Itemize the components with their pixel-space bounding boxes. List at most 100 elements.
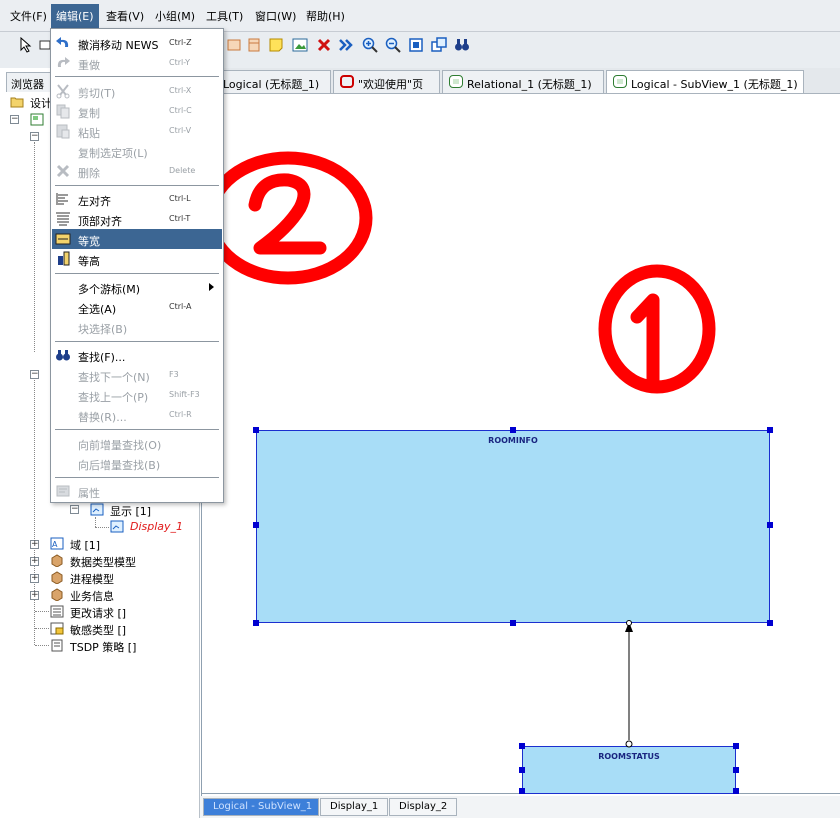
tree-item-display-1[interactable]: Display_1 bbox=[130, 520, 184, 533]
tab-browser[interactable]: 浏览器 bbox=[6, 72, 52, 92]
tree-item-sensitive-types[interactable]: 敏感类型 [] bbox=[70, 624, 127, 637]
menu-item-label: 块选择(B) bbox=[78, 323, 128, 336]
menu-item-undo[interactable]: 撤消移动 NEWS Ctrl-Z bbox=[52, 33, 222, 53]
note-icon[interactable] bbox=[268, 37, 284, 53]
resize-handle[interactable] bbox=[767, 427, 773, 433]
menu-item-block-select[interactable]: 块选择(B) bbox=[52, 317, 222, 337]
menu-item-cut[interactable]: 剪切(T) Ctrl-X bbox=[52, 81, 222, 101]
tab-label: Display_2 bbox=[399, 801, 448, 812]
menu-item-shortcut: Ctrl-R bbox=[169, 410, 192, 419]
relationship-line[interactable] bbox=[620, 618, 640, 748]
menu-item-equal-height[interactable]: 等高 bbox=[52, 249, 222, 269]
resize-handle[interactable] bbox=[253, 427, 259, 433]
menu-item-redo[interactable]: 重做 Ctrl-Y bbox=[52, 53, 222, 73]
layout-icon[interactable] bbox=[431, 37, 447, 53]
resize-handle[interactable] bbox=[733, 743, 739, 749]
new-view-icon[interactable] bbox=[246, 37, 262, 53]
tab-label: Logical - SubView_1 bbox=[213, 801, 313, 812]
menu-help[interactable]: 帮助(H) bbox=[306, 10, 345, 23]
menu-item-label: 剪切(T) bbox=[78, 87, 116, 100]
tree-collapse-toggle[interactable]: − bbox=[30, 369, 39, 379]
resize-handle[interactable] bbox=[253, 620, 259, 626]
menu-item-select-all[interactable]: 全选(A) Ctrl-A bbox=[52, 297, 222, 317]
resize-handle[interactable] bbox=[253, 522, 259, 528]
resize-handle[interactable] bbox=[510, 620, 516, 626]
align-left-icon bbox=[56, 193, 68, 205]
menu-view[interactable]: 查看(V) bbox=[106, 10, 145, 23]
menu-item-find-next[interactable]: 查找下一个(N) F3 bbox=[52, 365, 222, 385]
select-pointer-icon[interactable] bbox=[18, 37, 34, 53]
resize-handle[interactable] bbox=[519, 788, 525, 794]
tab-subview[interactable]: Logical - SubView_1 (无标题_1) bbox=[606, 70, 804, 93]
fit-screen-icon[interactable] bbox=[408, 37, 424, 53]
new-entity-icon[interactable] bbox=[226, 37, 242, 53]
tab-relational[interactable]: Relational_1 (无标题_1) bbox=[442, 70, 604, 93]
tree-item-process-model[interactable]: 进程模型 bbox=[70, 573, 114, 586]
tab-display-2[interactable]: Display_2 bbox=[389, 798, 457, 816]
menu-item-find[interactable]: 查找(F)... bbox=[52, 345, 222, 365]
entity-roomstatus[interactable]: ROOMSTATUS bbox=[522, 746, 736, 794]
menu-item-shortcut: Ctrl-C bbox=[169, 106, 192, 115]
forward-engineer-icon[interactable] bbox=[338, 37, 354, 53]
resize-handle[interactable] bbox=[733, 788, 739, 794]
menu-item-multiple-cursors[interactable]: 多个游标(M) bbox=[52, 277, 222, 297]
menu-item-paste[interactable]: 粘贴 Ctrl-V bbox=[52, 121, 222, 141]
equal-width-icon bbox=[55, 233, 71, 245]
menu-item-align-left[interactable]: 左对齐 Ctrl-L bbox=[52, 189, 222, 209]
menu-edit[interactable]: 编辑(E) bbox=[51, 4, 99, 28]
menu-item-label: 粘贴 bbox=[78, 127, 100, 140]
menu-item-incremental-find-forward[interactable]: 向前增量查找(O) bbox=[52, 433, 222, 453]
tree-expand-toggle[interactable]: + bbox=[30, 556, 39, 566]
menu-item-incremental-find-backward[interactable]: 向后增量查找(B) bbox=[52, 453, 222, 473]
resize-handle[interactable] bbox=[510, 427, 516, 433]
menu-item-properties[interactable]: 属性 bbox=[52, 481, 222, 501]
tree-item-tsdp-policies[interactable]: TSDP 策略 [] bbox=[70, 641, 137, 654]
tree-design-label[interactable]: 设计 bbox=[30, 97, 52, 110]
tree-connector bbox=[34, 380, 35, 645]
annotation-circle-2 bbox=[203, 151, 373, 285]
tree-item-display[interactable]: 显示 [1] bbox=[110, 505, 152, 518]
menu-tools[interactable]: 工具(T) bbox=[206, 10, 244, 23]
menu-window[interactable]: 窗口(W) bbox=[255, 10, 297, 23]
menu-item-replace[interactable]: 替换(R)... Ctrl-R bbox=[52, 405, 222, 425]
menu-item-copy-selection[interactable]: 复制选定项(L) bbox=[52, 141, 222, 161]
tree-item-change-requests[interactable]: 更改请求 [] bbox=[70, 607, 127, 620]
tree-expand-toggle[interactable]: + bbox=[30, 590, 39, 600]
delete-icon[interactable] bbox=[316, 37, 332, 53]
zoom-out-icon[interactable] bbox=[385, 37, 401, 53]
tab-logical[interactable]: Logical (无标题_1) bbox=[200, 70, 331, 93]
tree-collapse-toggle[interactable]: − bbox=[70, 504, 79, 514]
resize-handle[interactable] bbox=[767, 620, 773, 626]
menu-item-align-top[interactable]: 顶部对齐 Ctrl-T bbox=[52, 209, 222, 229]
tree-expand-toggle[interactable]: + bbox=[30, 539, 39, 549]
menu-separator bbox=[55, 477, 219, 478]
menu-item-label: 属性 bbox=[78, 487, 100, 500]
resize-handle[interactable] bbox=[733, 767, 739, 773]
tree-expand-toggle[interactable]: + bbox=[30, 573, 39, 583]
menu-team[interactable]: 小组(M) bbox=[155, 10, 196, 23]
menu-bar: 文件(F) 编辑(E) 查看(V) 小组(M) 工具(T) 窗口(W) 帮助(H… bbox=[0, 0, 840, 32]
resize-handle[interactable] bbox=[519, 767, 525, 773]
resize-handle[interactable] bbox=[767, 522, 773, 528]
zoom-in-icon[interactable] bbox=[362, 37, 378, 53]
menu-item-copy[interactable]: 复制 Ctrl-C bbox=[52, 101, 222, 121]
resize-handle[interactable] bbox=[519, 743, 525, 749]
menu-item-equal-width[interactable]: 等宽 bbox=[52, 229, 222, 249]
menu-item-find-previous[interactable]: 查找上一个(P) Shift-F3 bbox=[52, 385, 222, 405]
tree-collapse-toggle[interactable]: − bbox=[30, 131, 39, 141]
tree-collapse-toggle[interactable]: − bbox=[10, 114, 19, 124]
tree-connector bbox=[34, 142, 35, 352]
menu-item-delete[interactable]: 删除 Delete bbox=[52, 161, 222, 181]
find-binoculars-icon[interactable] bbox=[454, 37, 470, 53]
menu-file[interactable]: 文件(F) bbox=[10, 10, 47, 23]
picture-icon[interactable] bbox=[292, 37, 308, 53]
tree-item-business-info[interactable]: 业务信息 bbox=[70, 590, 114, 603]
entity-roominfo[interactable]: ROOMINFO bbox=[256, 430, 770, 623]
tab-label: Logical (无标题_1) bbox=[223, 78, 320, 91]
tree-item-datatype-model[interactable]: 数据类型模型 bbox=[70, 556, 136, 569]
menu-item-label: 复制 bbox=[78, 107, 100, 120]
tab-subview-diagram[interactable]: Logical - SubView_1 bbox=[203, 798, 319, 816]
tab-display-1[interactable]: Display_1 bbox=[320, 798, 388, 816]
tab-welcome[interactable]: "欢迎使用"页 bbox=[333, 70, 440, 93]
tree-item-domain[interactable]: 域 [1] bbox=[70, 539, 101, 552]
